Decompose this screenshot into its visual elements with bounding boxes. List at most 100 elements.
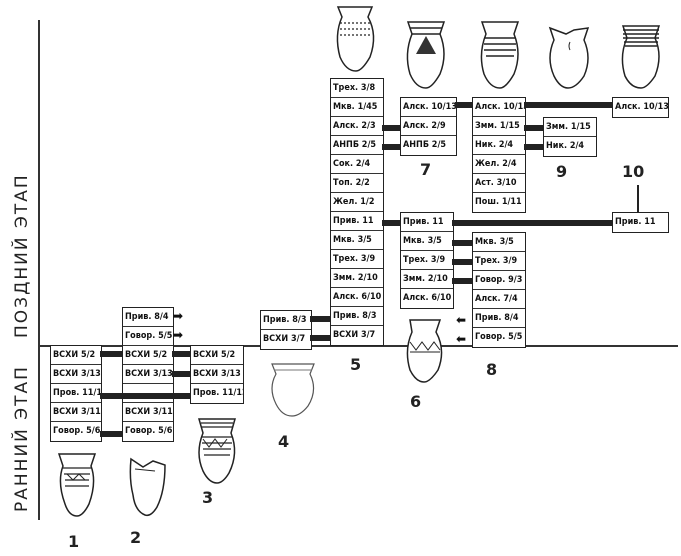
connector-bar xyxy=(310,335,330,341)
pot-1-icon xyxy=(57,453,97,517)
table-cell: ВСХИ 3/11 xyxy=(51,403,101,422)
column-number: 10 xyxy=(622,162,645,181)
table-cell: Алск. 6/10 xyxy=(331,288,383,307)
column-4: Прив. 8/3 ВСХИ 3/7 xyxy=(260,310,312,350)
connector-bar xyxy=(452,259,472,265)
table-cell: Пош. 1/11 xyxy=(475,197,522,207)
connector-bar xyxy=(100,393,190,399)
table-cell: ВСХИ 3/7 xyxy=(263,334,306,344)
table-cell: Алск. 10/13 xyxy=(473,98,525,117)
table-cell: Прив. 8/3 xyxy=(261,311,311,330)
arrow-right-icon: ➡ xyxy=(173,309,184,323)
table-cell: Говор. 9/3 xyxy=(473,271,525,290)
pot-10-icon xyxy=(621,25,661,89)
column-number: 7 xyxy=(420,160,432,179)
pot-6-icon xyxy=(406,319,443,383)
table-cell: Прив. 11 xyxy=(331,212,383,231)
column-9: Змм. 1/15 Ник. 2/4 xyxy=(543,117,597,157)
table-cell: ВСХИ 3/13 xyxy=(123,365,173,384)
table-cell: ВСХИ 5/2 xyxy=(191,346,243,365)
table-cell: Топ. 2/2 xyxy=(331,174,383,193)
table-cell: Змм. 1/15 xyxy=(473,117,525,136)
connector-bar xyxy=(172,351,190,357)
table-cell: АНПБ 2/5 xyxy=(403,140,447,150)
table-cell: Говор. 5/5 xyxy=(123,327,173,346)
table-cell: Пров. 11/12 xyxy=(51,384,101,403)
connector-bar xyxy=(382,125,400,131)
column-6: Прив. 11 Мкв. 3/5 Трех. 3/9 Змм. 2/10 Ал… xyxy=(400,212,454,309)
table-cell: Змм. 1/15 xyxy=(544,118,596,137)
table-cell: Трех. 3/9 xyxy=(331,250,383,269)
early-stage-label: РАННИЙ ЭТАП xyxy=(12,365,32,512)
table-cell xyxy=(123,384,173,403)
table-cell: ВСХИ 3/11 xyxy=(123,403,173,422)
column-number: 8 xyxy=(486,360,498,379)
table-cell: Мкв. 3/5 xyxy=(331,231,383,250)
table-cell: Ник. 2/4 xyxy=(546,141,585,151)
column-1: ВСХИ 5/2 ВСХИ 3/13 Пров. 11/12 ВСХИ 3/11… xyxy=(50,345,102,442)
table-cell: ВСХИ 3/13 xyxy=(191,365,243,384)
table-cell: Алск. 2/3 xyxy=(331,117,383,136)
connector-bar xyxy=(455,102,472,108)
table-cell: Сок. 2/4 xyxy=(331,155,383,174)
late-stage-label: ПОЗДНИЙ ЭТАП xyxy=(12,173,32,338)
arrow-left-icon: ⬅ xyxy=(456,332,467,346)
table-cell: ВСХИ 3/7 xyxy=(333,330,376,340)
table-cell: Жел. 2/4 xyxy=(473,155,525,174)
table-cell: Мкв. 3/5 xyxy=(401,232,453,251)
table-cell: Прив. 11 xyxy=(615,217,656,227)
table-cell: Алск. 10/13 xyxy=(401,98,456,117)
table-cell: Змм. 2/10 xyxy=(331,269,383,288)
connector-bar xyxy=(452,240,472,246)
column-7: Алск. 10/13 Алск. 2/9 АНПБ 2/5 xyxy=(400,97,457,156)
table-cell: Алск. 7/4 xyxy=(473,290,525,309)
column-number: 9 xyxy=(556,162,568,181)
table-cell: Трех. 3/8 xyxy=(331,79,383,98)
connector-bar xyxy=(382,144,400,150)
table-cell: АНПБ 2/5 xyxy=(331,136,383,155)
table-cell: Говор. 5/6 xyxy=(125,426,173,436)
pot-2-icon xyxy=(129,457,166,517)
column-3: ВСХИ 5/2 ВСХИ 3/13 Пров. 11/12 xyxy=(190,345,244,404)
pot-9-icon xyxy=(548,26,590,89)
connector-bar xyxy=(524,125,543,131)
table-cell: Алск. 2/9 xyxy=(401,117,456,136)
stage-divider-line xyxy=(38,345,678,347)
table-cell: Мкв. 1/45 xyxy=(331,98,383,117)
connector-bar xyxy=(172,371,190,377)
column-number: 6 xyxy=(410,392,422,411)
table-cell: Прив. 11 xyxy=(401,213,453,232)
table-cell: Трех. 3/9 xyxy=(473,252,525,271)
column-10: Алск. 10/13 xyxy=(612,97,669,118)
arrow-left-icon: ⬅ xyxy=(456,313,467,327)
table-cell: Говор. 5/5 xyxy=(475,332,523,342)
pot-5-icon xyxy=(336,6,375,72)
table-cell: Алск. 6/10 xyxy=(403,293,452,303)
column-10-lower: Прив. 11 xyxy=(612,212,669,233)
vertical-axis-line xyxy=(38,20,40,520)
column-5: Трех. 3/8 Мкв. 1/45 Алск. 2/3 АНПБ 2/5 С… xyxy=(330,78,384,346)
connector-bar xyxy=(452,278,472,284)
table-cell: Алск. 10/13 xyxy=(615,102,668,112)
arrow-right-icon: ➡ xyxy=(173,328,184,342)
table-cell: Пров. 11/12 xyxy=(193,388,243,398)
connector-bar xyxy=(382,220,400,226)
connector-bar xyxy=(310,316,330,322)
pot-4-icon xyxy=(271,363,315,417)
column-number: 4 xyxy=(278,432,290,451)
connector-bar xyxy=(100,431,122,437)
connector-bar xyxy=(452,220,612,226)
column-number: 1 xyxy=(68,532,80,551)
pot-8-icon xyxy=(480,21,520,89)
table-cell: ВСХИ 5/2 xyxy=(123,346,173,365)
table-cell: Мкв. 3/5 xyxy=(473,233,525,252)
column-number: 5 xyxy=(350,355,362,374)
table-cell: Говор. 5/6 xyxy=(53,426,101,436)
table-cell: Трех. 3/9 xyxy=(401,251,453,270)
table-cell: Прив. 8/4 xyxy=(123,308,173,327)
table-cell: Змм. 2/10 xyxy=(401,270,453,289)
connector-bar xyxy=(524,102,612,108)
connector-bar xyxy=(524,144,543,150)
table-cell: Аст. 3/10 xyxy=(473,174,525,193)
